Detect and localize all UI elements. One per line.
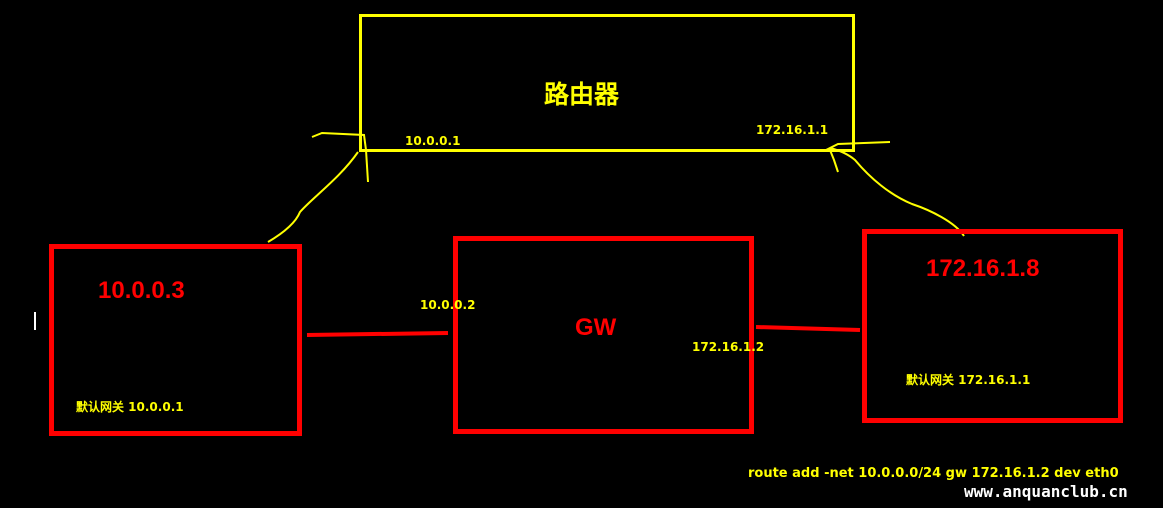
route-command: route add -net 10.0.0.0/24 gw 172.16.1.2… xyxy=(748,466,1119,481)
host-right-ip: 172.16.1.8 xyxy=(926,255,1040,282)
host-left-ip: 10.0.0.3 xyxy=(98,277,185,304)
link-router-host-left xyxy=(267,151,359,243)
link-gw-host-right xyxy=(755,325,861,332)
host-right-box xyxy=(862,229,1123,423)
text-cursor xyxy=(34,312,36,330)
gw-if-right: 172.16.1.2 xyxy=(692,340,765,354)
link-host-left-gw xyxy=(306,331,449,337)
router-box xyxy=(359,14,855,152)
host-left-box xyxy=(49,244,302,436)
gw-if-left: 10.0.0.2 xyxy=(420,298,476,312)
router-port-left xyxy=(311,131,369,183)
router-if-right: 172.16.1.1 xyxy=(756,123,829,137)
gw-box xyxy=(453,236,754,434)
host-left-gateway-note: 默认网关 10.0.0.1 xyxy=(76,400,184,414)
gw-label: GW xyxy=(575,314,617,341)
router-label: 路由器 xyxy=(544,80,620,109)
link-router-host-right xyxy=(829,147,965,237)
host-right-gateway-note: 默认网关 172.16.1.1 xyxy=(906,373,1031,387)
router-port-right xyxy=(825,141,891,173)
watermark: www.anquanclub.cn xyxy=(964,482,1128,501)
router-if-left: 10.0.0.1 xyxy=(405,134,461,148)
